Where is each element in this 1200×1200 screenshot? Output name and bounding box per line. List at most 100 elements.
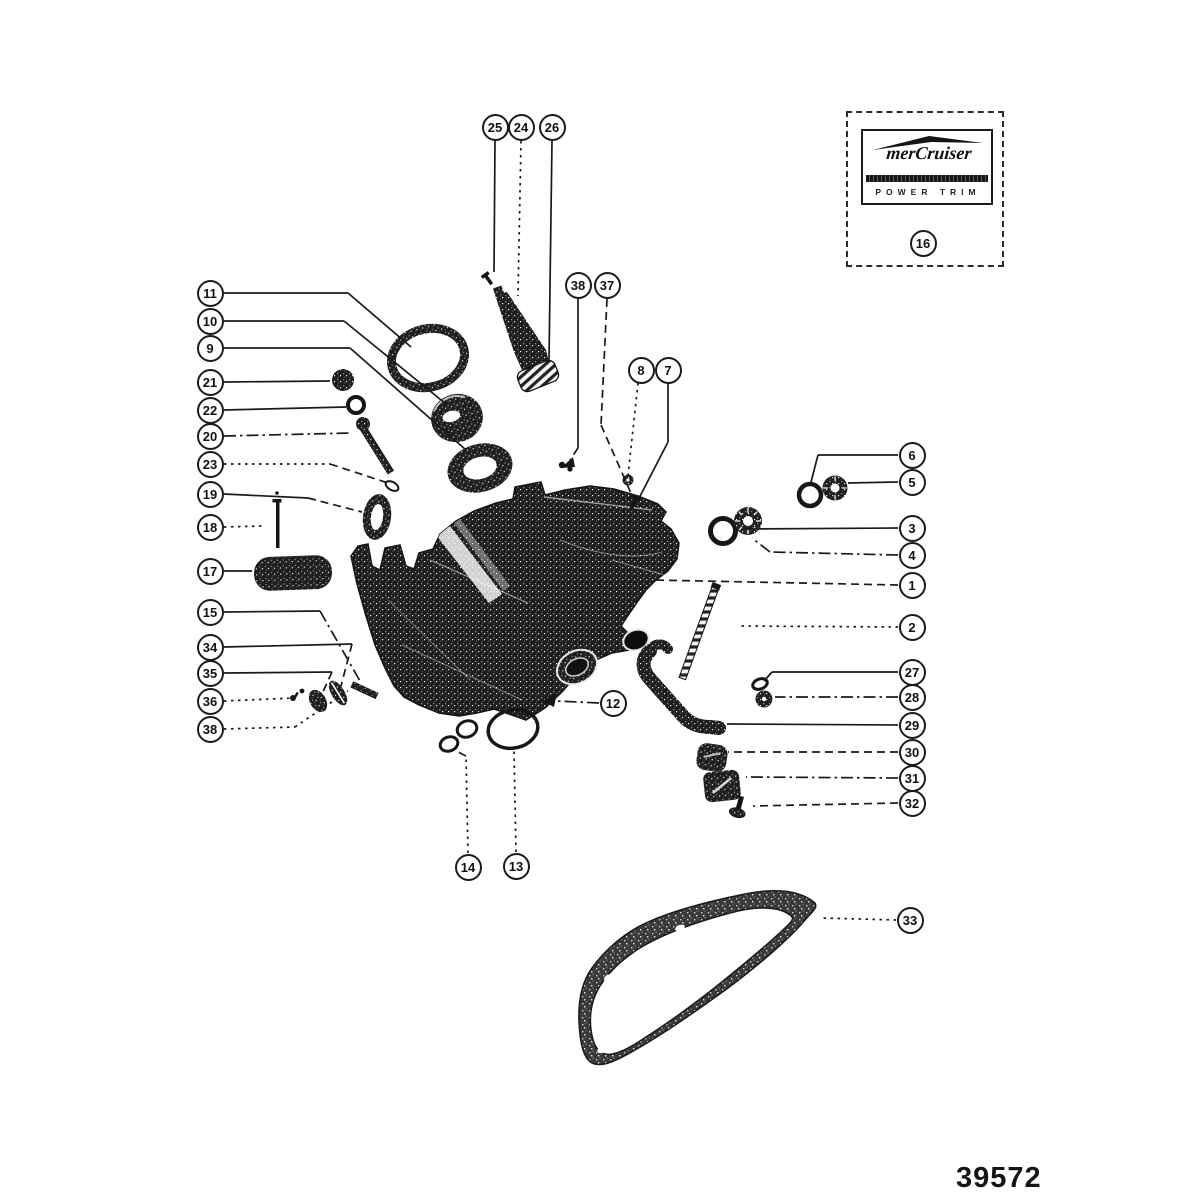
callout-9: 9 <box>196 334 224 362</box>
callout-14: 14 <box>454 853 482 881</box>
part-clip-38 <box>558 457 575 472</box>
part-splined-bushing-5 <box>822 475 848 501</box>
part-bracket-29 <box>636 639 726 735</box>
callout-6: 6 <box>898 441 926 469</box>
callout-2: 2 <box>898 613 926 641</box>
leader-15 <box>319 610 361 682</box>
callout-38: 38 <box>196 715 224 743</box>
callout-37: 37 <box>593 271 621 299</box>
leader-11 <box>347 292 412 348</box>
part-oval-seal-19 <box>362 494 392 540</box>
brand-wordmark: merCruiser <box>885 143 973 163</box>
part-nut-28 <box>755 690 773 708</box>
callout-27: 27 <box>898 658 926 686</box>
leader-5 <box>847 481 899 484</box>
logo-divider-band <box>866 175 988 182</box>
part-screws-36 <box>290 688 305 701</box>
callout-28: 28 <box>898 683 926 711</box>
leader-14 <box>457 751 467 757</box>
callout-19: 19 <box>196 480 224 508</box>
part-washer-27 <box>751 677 769 691</box>
part-oring-13 <box>486 707 540 751</box>
leader-37 <box>600 298 608 426</box>
housing-boss <box>555 648 599 686</box>
part-fitting-12 <box>542 693 557 707</box>
part-plug-21 <box>332 369 354 391</box>
leader-21 <box>223 380 331 383</box>
leader-29 <box>726 723 899 726</box>
callout-23: 23 <box>196 450 224 478</box>
part-grommet-35 <box>308 689 328 713</box>
callout-35: 35 <box>196 659 224 687</box>
leader-25 <box>493 140 496 273</box>
leader-20 <box>223 432 353 437</box>
callout-25: 25 <box>481 113 509 141</box>
leader-18 <box>223 525 264 528</box>
callout-3: 3 <box>898 514 926 542</box>
callout-16: 16 <box>909 229 937 257</box>
leader-4 <box>751 537 771 553</box>
callout-38: 38 <box>564 271 592 299</box>
part-gimbal-housing <box>350 481 680 721</box>
leader-9 <box>349 347 467 451</box>
leader-14 <box>465 755 469 854</box>
callout-17: 17 <box>196 557 224 585</box>
leader-35 <box>223 671 333 674</box>
callout-31: 31 <box>898 764 926 792</box>
callout-15: 15 <box>196 598 224 626</box>
part-bolt-20 <box>356 417 395 475</box>
housing-opening <box>622 628 650 652</box>
part-orings-14 <box>438 719 479 753</box>
leader-15 <box>223 610 321 613</box>
part-threaded-plug <box>516 359 560 393</box>
leader-23 <box>329 463 389 484</box>
leader-1 <box>651 579 899 586</box>
callout-10: 10 <box>196 307 224 335</box>
leader-38 <box>294 690 349 728</box>
leader-38 <box>569 447 579 461</box>
part-pin-15 <box>350 681 379 700</box>
leader-10 <box>343 320 447 405</box>
part-spring-pin-34 <box>328 680 348 706</box>
leader-24 <box>517 140 522 297</box>
part-seal-washer <box>447 443 513 493</box>
mercruiser-logo-plate: merCruiser POWER TRIM <box>861 129 993 205</box>
part-screw-32 <box>728 795 746 819</box>
leader-19 <box>223 493 309 499</box>
leader-6 <box>809 454 819 487</box>
product-label: POWER TRIM <box>875 187 981 197</box>
callout-11: 11 <box>196 279 224 307</box>
callout-32: 32 <box>898 789 926 817</box>
part-oring-3 <box>708 516 738 546</box>
callout-5: 5 <box>898 468 926 496</box>
callout-1: 1 <box>898 571 926 599</box>
leader-22 <box>223 406 347 411</box>
part-cap-30 <box>696 743 728 772</box>
callout-24: 24 <box>507 113 535 141</box>
part-bushing-17 <box>253 555 333 591</box>
part-gasket-33 <box>578 890 817 1066</box>
leader-27 <box>763 671 773 682</box>
leader-8 <box>627 382 639 477</box>
drawing-number: 39572 <box>956 1162 1042 1194</box>
part-cone-shim-stack <box>492 285 549 370</box>
part-stud-2 <box>678 582 722 681</box>
leader-3 <box>744 527 899 530</box>
part-nut-8 <box>622 474 634 486</box>
leader-38 <box>223 726 296 730</box>
callout-12: 12 <box>599 689 627 717</box>
leader-7 <box>635 441 669 505</box>
leader-32 <box>752 802 899 807</box>
callout-21: 21 <box>196 368 224 396</box>
leader-36 <box>223 697 295 702</box>
leader-arrowhead-38 <box>561 457 575 468</box>
callout-18: 18 <box>196 513 224 541</box>
part-pin-18 <box>272 491 282 548</box>
part-splined-bushing-4 <box>734 507 762 535</box>
callout-26: 26 <box>538 113 566 141</box>
callout-30: 30 <box>898 738 926 766</box>
leader-34 <box>223 643 353 648</box>
